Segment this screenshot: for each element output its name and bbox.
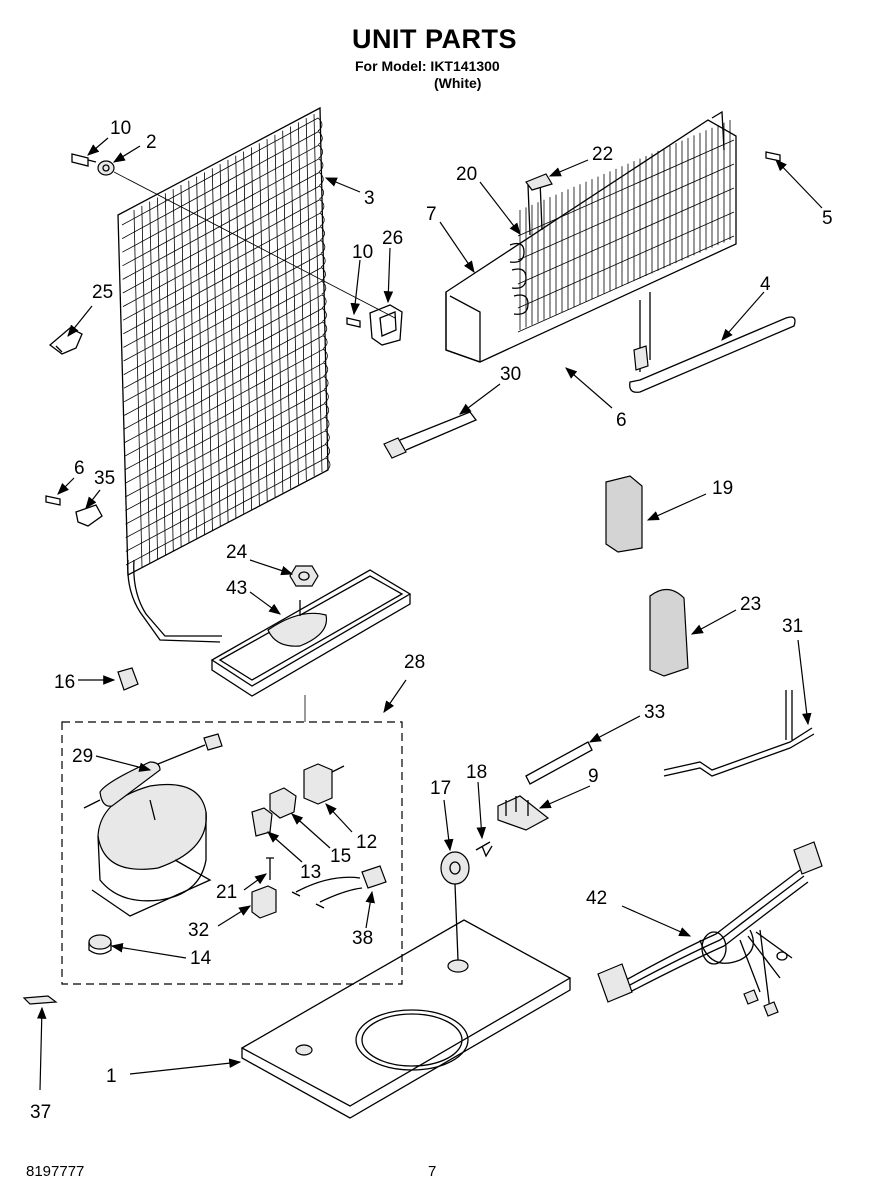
- callout-30: 30: [500, 364, 521, 385]
- callout-42: 42: [586, 888, 607, 909]
- leader-lines: [36, 137, 823, 1091]
- clip-37: [22, 995, 58, 1005]
- model-variant: (White): [434, 75, 482, 91]
- callout-26: 26: [382, 228, 403, 249]
- bracket-9: [497, 795, 550, 831]
- callout-4: 4: [760, 274, 771, 295]
- filter-drier-29: [83, 733, 223, 809]
- page-title: UNIT PARTS: [352, 24, 517, 54]
- callout-21: 21: [216, 882, 237, 903]
- terminal-cover-13: [251, 807, 273, 837]
- callout-43: 43: [226, 578, 247, 599]
- callout-15: 15: [330, 846, 351, 867]
- callout-37: 37: [30, 1102, 51, 1123]
- callout-10-mid: 10: [352, 242, 373, 263]
- callout-24: 24: [226, 542, 248, 563]
- overload-15: [269, 787, 297, 819]
- cable-tie-30: [383, 411, 478, 459]
- drain-tube-31: [663, 690, 815, 777]
- condenser-coil: [117, 106, 331, 643]
- screw-18: [475, 841, 493, 858]
- callout-10-top: 10: [110, 118, 131, 139]
- callout-6-right: 6: [616, 410, 627, 431]
- callout-31: 31: [782, 616, 803, 637]
- compressor: [91, 783, 212, 917]
- base-plate: [240, 919, 572, 1119]
- grommet-14: [88, 934, 112, 955]
- page-number: 7: [428, 1163, 437, 1180]
- tube-33: [525, 741, 593, 785]
- callout-18: 18: [466, 762, 487, 783]
- callout-19: 19: [712, 478, 733, 499]
- callout-2: 2: [146, 132, 157, 153]
- defrost-heater-4: [629, 292, 796, 393]
- callout-33: 33: [644, 702, 665, 723]
- drain-pan: [210, 565, 412, 697]
- foam-block-19: [605, 475, 643, 553]
- harness-38: [291, 865, 387, 909]
- grommet-17: [440, 851, 470, 961]
- bracket-25: [48, 327, 83, 355]
- callout-12: 12: [356, 832, 377, 853]
- clip-32: [251, 885, 277, 919]
- part-number: 8197777: [26, 1163, 85, 1180]
- callout-13: 13: [300, 862, 321, 883]
- foam-block-23: [649, 588, 689, 677]
- screw-21: [266, 857, 274, 880]
- screw-and-bracket-35: [45, 495, 103, 527]
- screw-and-washer-top: [71, 153, 396, 319]
- clip-16: [117, 667, 139, 691]
- wire-harness-42: [597, 841, 823, 1017]
- callout-29: 29: [72, 746, 93, 767]
- callout-17: 17: [430, 778, 451, 799]
- callout-5: 5: [822, 208, 833, 229]
- callout-labels: 10 2 3 10 26 25 6 35 24 43 16 28 29 12 1…: [30, 118, 833, 1123]
- compressor-group-box: [61, 721, 403, 985]
- callout-3: 3: [364, 188, 375, 209]
- callout-35: 35: [94, 468, 115, 489]
- callout-6-left: 6: [74, 458, 85, 479]
- callout-38: 38: [352, 928, 373, 949]
- callout-25: 25: [92, 282, 113, 303]
- callout-20: 20: [456, 164, 477, 185]
- callout-16: 16: [54, 672, 75, 693]
- callout-1: 1: [106, 1066, 117, 1087]
- relay-12: [303, 763, 345, 805]
- callout-23: 23: [740, 594, 761, 615]
- callout-28: 28: [404, 652, 425, 673]
- callout-7: 7: [426, 204, 437, 225]
- screw-and-clip-26: [346, 304, 403, 346]
- model-line: For Model: IKT141300: [355, 58, 500, 74]
- callout-9: 9: [588, 766, 599, 787]
- callout-22: 22: [592, 144, 613, 165]
- callout-32: 32: [188, 920, 209, 941]
- callout-14: 14: [190, 948, 212, 969]
